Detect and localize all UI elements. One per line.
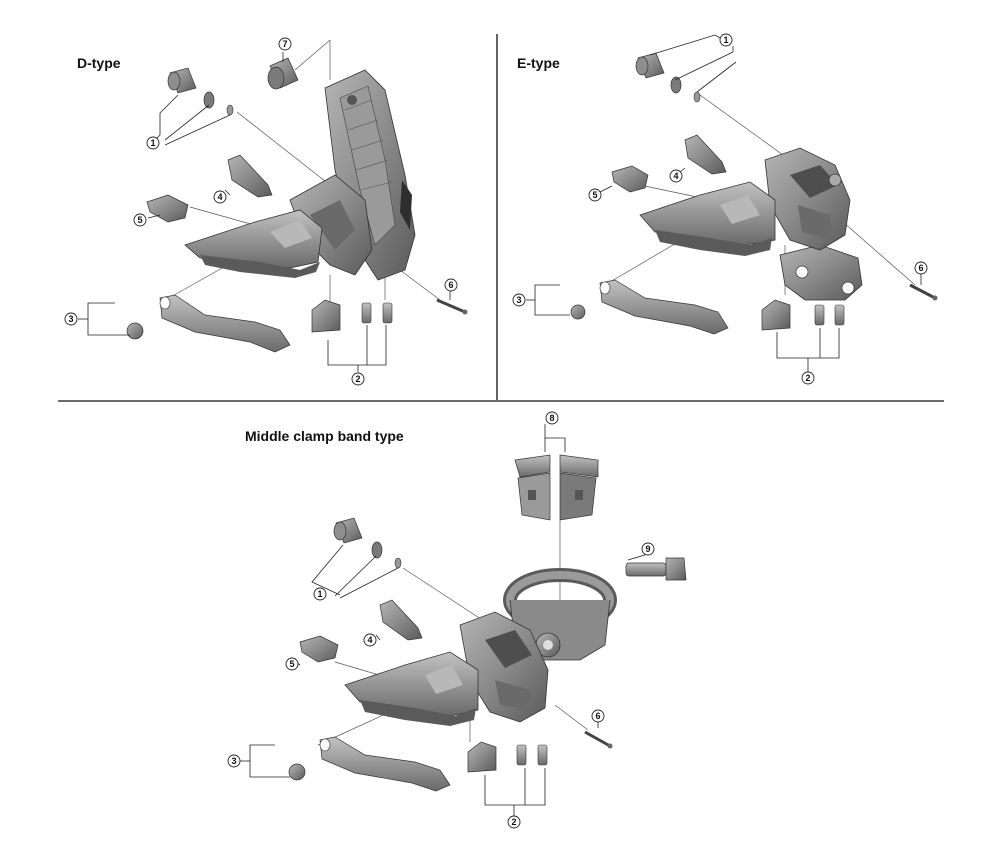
e-type-callout-5: 5 <box>588 188 602 202</box>
e-type-callouts: 1 2 3 4 5 6 <box>512 33 928 385</box>
svg-text:1: 1 <box>723 35 728 45</box>
d-type-part-6-pin <box>436 298 468 315</box>
svg-text:1: 1 <box>150 138 155 148</box>
svg-text:2: 2 <box>511 817 516 827</box>
e-type-callout-2: 2 <box>801 371 815 385</box>
svg-text:4: 4 <box>673 171 678 181</box>
d-type-panel: 1 2 3 4 5 6 7 <box>64 37 468 386</box>
middle-clamp-callout-6: 6 <box>591 709 605 723</box>
svg-text:6: 6 <box>448 280 453 290</box>
svg-text:5: 5 <box>289 659 294 669</box>
svg-text:5: 5 <box>137 215 142 225</box>
d-type-callouts: 1 2 3 4 5 6 7 <box>64 37 458 386</box>
middle-clamp-part-3-lever <box>288 736 451 792</box>
middle-clamp-callout-3: 3 <box>227 754 241 768</box>
svg-text:2: 2 <box>805 373 810 383</box>
middle-clamp-part-9-bolt <box>625 557 687 581</box>
middle-clamp-callout-1: 1 <box>313 587 327 601</box>
middle-clamp-callout-9: 9 <box>641 542 655 556</box>
e-type-part-5 <box>611 165 649 193</box>
d-type-part-7-bolt <box>267 57 299 90</box>
e-type-part-3-lever <box>570 279 729 335</box>
d-type-callout-brackets <box>78 52 451 372</box>
svg-text:8: 8 <box>549 413 554 423</box>
e-type-callout-brackets <box>526 34 922 372</box>
middle-clamp-part-2-set <box>467 741 548 773</box>
d-type-callout-3: 3 <box>64 312 78 326</box>
svg-text:5: 5 <box>592 190 597 200</box>
e-type-part-1-bolt-set <box>635 52 701 103</box>
e-type-callout-6: 6 <box>914 261 928 275</box>
d-type-callout-5: 5 <box>133 213 147 227</box>
middle-clamp-part-6-pin <box>584 730 613 749</box>
d-type-derailleur-body <box>184 69 416 281</box>
d-type-callout-2: 2 <box>351 372 365 386</box>
middle-clamp-callout-8: 8 <box>545 411 559 425</box>
svg-text:4: 4 <box>217 192 222 202</box>
middle-clamp-part-1-bolt-set <box>333 517 402 569</box>
svg-text:3: 3 <box>68 314 73 324</box>
e-type-part-4 <box>684 134 727 175</box>
d-type-part-4 <box>227 154 273 198</box>
middle-clamp-part-4 <box>379 599 423 641</box>
middle-clamp-callout-4: 4 <box>363 633 377 647</box>
e-type-derailleur-body <box>639 147 863 301</box>
middle-clamp-derailleur-body <box>344 611 549 726</box>
svg-text:2: 2 <box>355 374 360 384</box>
d-type-part-5 <box>146 194 189 223</box>
middle-clamp-callout-brackets <box>240 424 649 816</box>
d-type-title: D-type <box>77 55 121 71</box>
e-type-part-6-pin <box>909 283 938 301</box>
svg-text:4: 4 <box>367 635 372 645</box>
e-type-callout-3: 3 <box>512 293 526 307</box>
middle-clamp-part-8-shim <box>514 454 599 521</box>
d-type-callout-6: 6 <box>444 278 458 292</box>
svg-text:6: 6 <box>595 711 600 721</box>
middle-clamp-part-5 <box>299 635 339 663</box>
d-type-callout-4: 4 <box>213 190 227 204</box>
svg-text:3: 3 <box>516 295 521 305</box>
panel-dividers <box>58 34 944 402</box>
e-type-callout-4: 4 <box>669 169 683 183</box>
middle-clamp-panel: 1 2 3 4 5 6 8 9 <box>227 411 687 829</box>
svg-text:1: 1 <box>317 589 322 599</box>
svg-text:3: 3 <box>231 756 236 766</box>
d-type-part-3-lever <box>126 294 291 353</box>
e-type-title: E-type <box>517 55 560 71</box>
svg-text:7: 7 <box>282 39 287 49</box>
svg-text:6: 6 <box>918 263 923 273</box>
d-type-part-1-bolt-set <box>167 67 234 116</box>
e-type-callout-1: 1 <box>719 33 733 47</box>
e-type-panel: 1 2 3 4 5 6 <box>512 33 938 385</box>
middle-clamp-callouts: 1 2 3 4 5 6 8 9 <box>227 411 655 829</box>
svg-text:9: 9 <box>645 544 650 554</box>
d-type-callout-1: 1 <box>146 136 160 150</box>
d-type-callout-7: 7 <box>278 37 292 51</box>
middle-clamp-callout-5: 5 <box>285 657 299 671</box>
e-type-part-2-set <box>761 299 845 331</box>
d-type-part-2-set <box>311 299 393 333</box>
middle-clamp-callout-2: 2 <box>507 815 521 829</box>
middle-clamp-band-type-title: Middle clamp band type <box>245 428 404 444</box>
